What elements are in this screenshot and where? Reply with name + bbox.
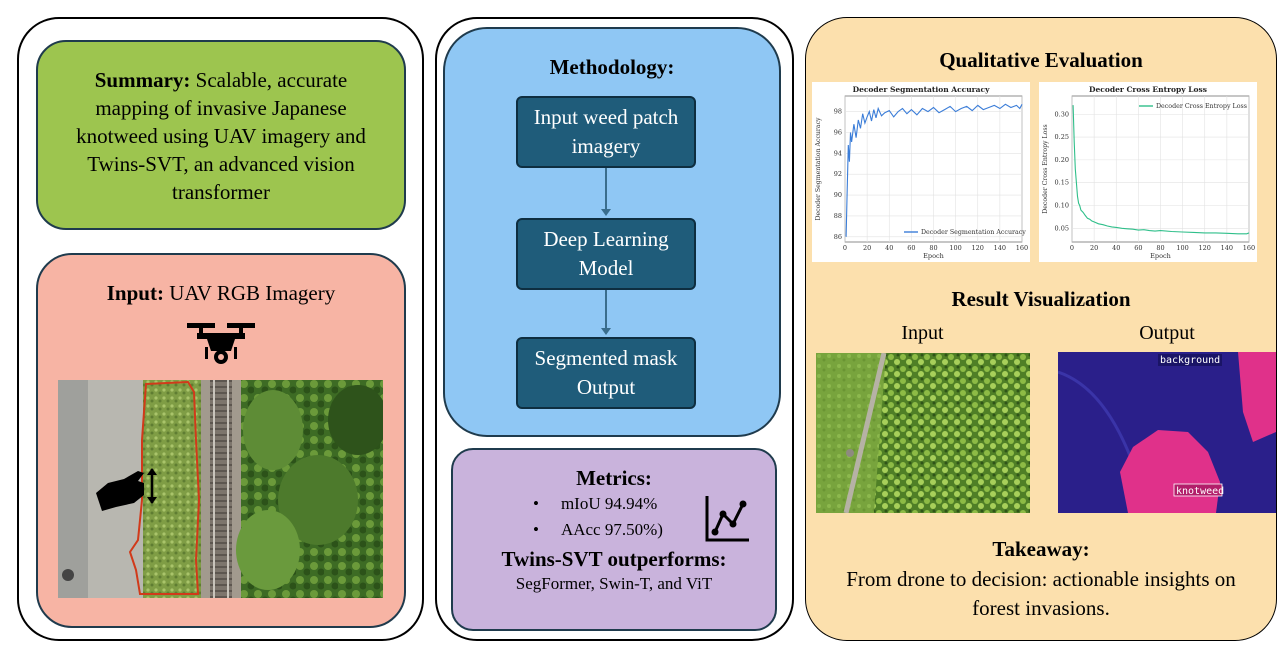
y-tick-label: 0.15 — [1055, 179, 1069, 187]
result-input-photo — [816, 353, 1030, 513]
middle-column — [435, 17, 794, 641]
takeaway-text: From drone to decision: actionable insig… — [846, 567, 1236, 620]
flow-step-output: Segmented mask Output — [516, 337, 696, 409]
summary-box: Summary: Scalable, accurate mapping of i… — [36, 40, 406, 230]
outperforms-title: Twins-SVT outperforms: — [501, 547, 727, 571]
y-tick-label: 0.20 — [1055, 156, 1069, 164]
chart-title: Decoder Segmentation Accuracy — [853, 85, 991, 94]
x-tick-label: 120 — [1199, 244, 1211, 252]
result-output-mask: background knotweed — [1058, 352, 1276, 513]
mask-label-knotweed: knotweed — [1176, 486, 1224, 497]
y-tick-label: 0.10 — [1055, 202, 1069, 210]
left-column — [17, 17, 424, 641]
accuracy-chart: Decoder Segmentation Accuracy 0 20 40 60 80 10… — [815, 85, 1028, 260]
x-tick-label: 60 — [907, 244, 915, 252]
x-axis-label: Epoch — [1150, 252, 1171, 260]
legend-label: Decoder Cross Entropy Loss — [1156, 103, 1247, 110]
x-tick-label: 20 — [1090, 244, 1098, 252]
y-tick-label: 0.25 — [1055, 133, 1069, 141]
metric-item-aacc: • AAcc 97.50%) — [533, 520, 663, 540]
x-tick-label: 140 — [994, 244, 1006, 252]
x-tick-label: 120 — [972, 244, 984, 252]
takeaway-title: Takeaway: — [992, 537, 1090, 561]
y-tick-label: 0.05 — [1055, 224, 1069, 232]
y-tick-label: 96 — [834, 129, 842, 137]
output-image-label: Output — [1139, 322, 1195, 344]
qualitative-title: Qualitative Evaluation — [939, 48, 1143, 72]
flow-arrowhead-1 — [601, 209, 611, 216]
y-tick-label: 92 — [834, 170, 842, 178]
x-tick-label: 160 — [1016, 244, 1028, 252]
flow-step-input: Input weed patch imagery — [516, 96, 696, 168]
summary-lead: Summary: — [94, 68, 191, 92]
x-tick-label: 100 — [1176, 244, 1188, 252]
x-tick-label: 0 — [843, 244, 847, 252]
x-axis-label: Epoch — [923, 252, 944, 260]
y-tick-label: 86 — [834, 233, 842, 241]
mask-label-background: background — [1160, 355, 1220, 366]
metrics-title: Metrics: — [576, 466, 652, 490]
x-tick-label: 80 — [1156, 244, 1164, 252]
y-tick-label: 94 — [834, 149, 842, 157]
input-box: Input: UAV RGB Imagery — [36, 253, 406, 628]
x-tick-label: 60 — [1134, 244, 1142, 252]
y-axis-label: Decoder Segmentation Accuracy — [815, 117, 822, 221]
accuracy-chart-card: Decoder Segmentation Accuracy 0 20 40 60 80 10… — [812, 82, 1030, 262]
x-tick-label: 20 — [863, 244, 871, 252]
x-tick-label: 140 — [1221, 244, 1233, 252]
flow-arrow-2 — [605, 290, 607, 329]
input-heading: Input: UAV RGB Imagery — [38, 281, 404, 306]
x-tick-label: 0 — [1070, 244, 1074, 252]
input-text: UAV RGB Imagery — [163, 281, 336, 305]
x-tick-label: 40 — [1112, 244, 1120, 252]
metrics-box: Metrics: • mIoU 94.94% • AAcc 97.50%) Twin… — [451, 448, 777, 631]
x-tick-label: 80 — [929, 244, 937, 252]
chart-title: Decoder Cross Entropy Loss — [1089, 85, 1207, 94]
x-tick-label: 100 — [949, 244, 961, 252]
input-image-label: Input — [901, 322, 944, 344]
y-axis-label: Decoder Cross Entropy Loss — [1042, 124, 1049, 213]
series-line — [845, 103, 1023, 237]
y-tick-label: 90 — [834, 191, 842, 199]
bullet-icon: • — [533, 494, 539, 513]
y-tick-label: 88 — [834, 212, 842, 220]
hand-pointer-icon — [96, 468, 157, 511]
flow-arrowhead-2 — [601, 328, 611, 335]
drone-icon — [187, 323, 255, 364]
metric-item-miou: • mIoU 94.94% — [533, 494, 657, 514]
flow-step-model: Deep Learning Model — [516, 218, 696, 290]
input-lead: Input: — [106, 281, 164, 305]
flow-arrow-1 — [605, 168, 607, 210]
loss-chart-card: Decoder Cross Entropy Loss 0 20 40 60 80 100 12… — [1039, 82, 1257, 262]
loss-chart: Decoder Cross Entropy Loss 0 20 40 60 80 100 12… — [1042, 85, 1255, 260]
outperforms-text: SegFormer, Swin-T, and ViT — [515, 574, 713, 593]
bullet-icon: • — [533, 520, 539, 539]
metric-miou-text: mIoU 94.94% — [560, 494, 658, 513]
methodology-title: Methodology: — [549, 55, 675, 79]
result-visualization-title: Result Visualization — [951, 287, 1131, 311]
y-tick-label: 98 — [834, 108, 842, 116]
summary-text: Scalable, accurate mapping of invasive J… — [76, 68, 366, 204]
legend-label: Decoder Segmentation Accuracy — [921, 229, 1026, 236]
metric-aacc-text: AAcc 97.50%) — [560, 520, 663, 539]
series-line — [1072, 105, 1250, 235]
x-tick-label: 40 — [885, 244, 893, 252]
y-tick-label: 0.30 — [1055, 110, 1069, 118]
line-chart-icon — [705, 496, 749, 542]
x-tick-label: 160 — [1243, 244, 1255, 252]
